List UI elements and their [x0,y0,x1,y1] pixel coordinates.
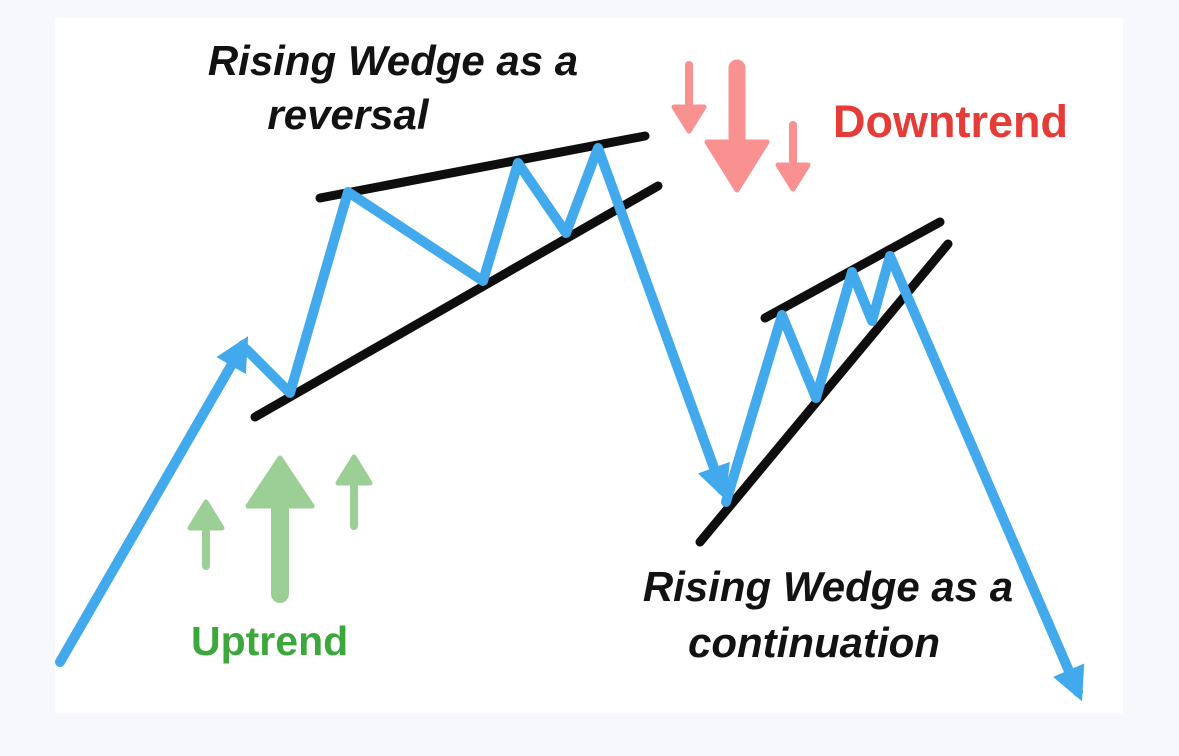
left-wedge-price-line [241,143,730,500]
left-wedge-lower-trendline [250,181,663,422]
downtrend-label: Downtrend [833,96,1068,147]
uptrend-arrow-small-left-head [187,499,225,531]
right-wedge-price-line [721,251,1085,702]
reversal-title-line1: Rising Wedge as a [207,37,579,84]
downtrend-arrow-small-left-head [671,104,707,134]
uptrend-label: Uptrend [191,618,349,664]
continuation-title-line2: continuation [688,619,940,666]
downtrend-arrow-small-right-head [775,162,811,192]
reversal-title-line2: reversal [267,91,429,138]
reversal-wedge-title: Rising Wedge as a reversal [183,34,603,142]
downtrend-arrow-small-left [671,61,707,134]
downtrend-arrow-small-right [775,121,811,192]
initial-uptrend-price-line [55,336,249,667]
downtrend-arrow-large [704,59,770,193]
uptrend-arrow-small-right-head [335,454,373,486]
uptrend-arrow-small-left [187,499,225,570]
downtrend-arrow-large-head [704,139,770,193]
continuation-wedge-title: Rising Wedge as a continuation [616,559,1040,671]
uptrend-arrow-large [245,455,315,603]
uptrend-arrow-small-right [335,454,373,530]
left-wedge-upper-trendline [315,131,650,203]
uptrend-arrow-large-head [245,455,315,509]
continuation-title-line1: Rising Wedge as a [642,563,1014,610]
